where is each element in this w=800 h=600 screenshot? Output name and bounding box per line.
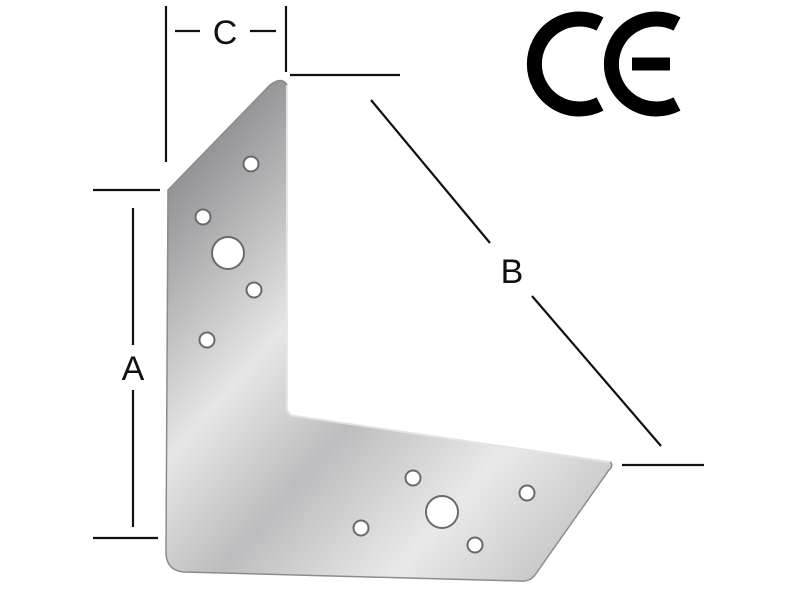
dimension-b xyxy=(290,73,704,467)
mounting-holes-horizontal xyxy=(352,469,536,554)
dimension-a xyxy=(93,188,160,540)
angle-bracket-icon xyxy=(165,79,613,582)
mounting-holes-vertical xyxy=(194,155,263,349)
dimension-c xyxy=(164,6,288,162)
dimension-c-label: C xyxy=(213,14,238,52)
ce-mark: CE xyxy=(526,11,681,117)
dimension-b-label: B xyxy=(501,253,524,291)
dimension-a-label: A xyxy=(122,350,145,388)
